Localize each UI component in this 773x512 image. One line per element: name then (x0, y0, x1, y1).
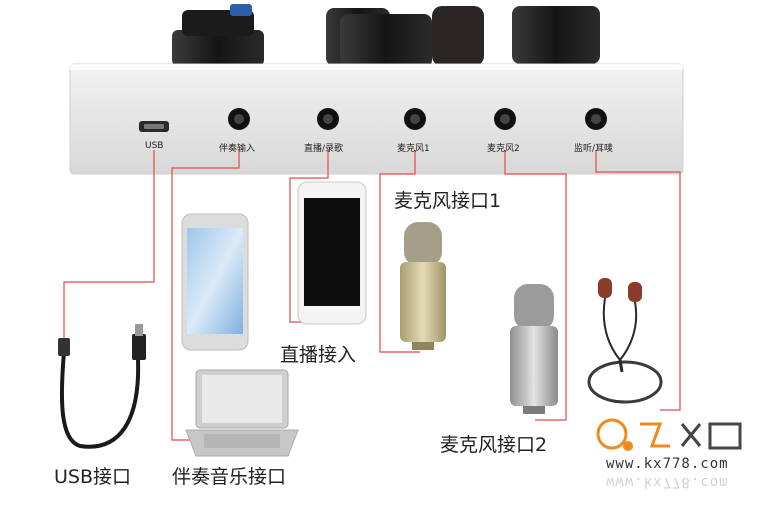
port-label-usb: USB (145, 141, 164, 151)
accompaniment-jack (228, 108, 250, 130)
usb-port (139, 121, 169, 132)
port-label-live: 直播/录歌 (304, 144, 344, 154)
caption-live: 直播接入 (280, 344, 357, 366)
caption-mic2: 麦克风接口2 (440, 434, 548, 456)
mic2-wire (504, 150, 567, 421)
live-wire (289, 150, 329, 323)
caption-mic1: 麦克风接口1 (394, 190, 502, 212)
port-label-mic1: 麦克风1 (397, 144, 430, 154)
knob-4 (432, 6, 484, 66)
mic2-jack (494, 108, 516, 130)
caption-usb: USB接口 (54, 466, 132, 488)
usb-wire (63, 150, 155, 342)
caption-accompaniment: 伴奏音乐接口 (172, 466, 287, 488)
live-jack (317, 108, 339, 130)
monitor-wire (595, 150, 681, 411)
sound-card-body (69, 63, 684, 175)
connection-lines (63, 150, 681, 441)
knob-1 (172, 4, 264, 66)
watermark-url: www.kx778.com (606, 456, 729, 472)
earphones (587, 278, 663, 404)
knob-5 (512, 6, 600, 64)
accompaniment-wire (171, 150, 240, 441)
monitor-jack (585, 108, 607, 130)
mic1-wire (379, 150, 420, 353)
watermark-url-reflection: www.kx778.com (606, 474, 729, 490)
smartphone-accompaniment (181, 213, 249, 351)
laptop (185, 369, 299, 457)
port-label-monitor: 监听/耳唛 (574, 144, 614, 154)
usb-cable (58, 324, 146, 449)
microphone-1 (400, 222, 446, 350)
microphone-2 (510, 284, 558, 414)
mic1-jack (404, 108, 426, 130)
knob-3 (340, 14, 432, 68)
port-label-mic2: 麦克风2 (487, 144, 520, 154)
smartphone-live (297, 181, 367, 325)
port-label-accompaniment: 伴奏输入 (219, 144, 256, 154)
watermark-logo (596, 418, 742, 451)
